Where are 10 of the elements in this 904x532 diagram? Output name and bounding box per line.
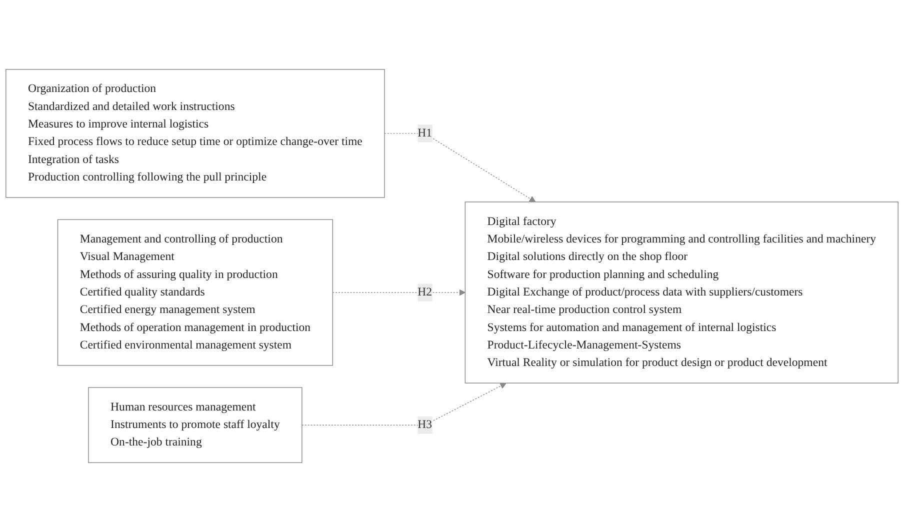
arrow <box>332 289 466 296</box>
edge-label: H2 <box>418 286 432 298</box>
arrow <box>384 133 536 202</box>
node-box: Management and controlling of production Visual Management Methods of assuring quality in production Certified quality standards Certified energy management system Methods of operation management in production Certified environmental management system <box>57 219 333 366</box>
edge-label: H1 <box>418 126 432 140</box>
node-box: Digital factory Mobile/wireless devices for programming and controlling facilities and machinery Digital solutions directly on the shop floor Software for production planning and scheduling Digital Exchange of product/process data with suppliers/customers Near real-time production control system Systems for automation and management of internal logistics Product-Lifecycle-Management-Systems Virtual Reality or simulation for product design or product development <box>464 202 898 384</box>
node-box: Organization of production Standardized and detailed work instructions Measures to improve internal logistics Fixed process flows to reduce setup time or optimize change-over time Integration of tasks Production controlling following the pull principle <box>6 69 385 198</box>
edge-label: H3 <box>418 418 432 431</box>
arrow <box>302 382 506 426</box>
node-box: Human resources management Instruments to promote staff loyalty On-the-job training <box>88 387 302 463</box>
